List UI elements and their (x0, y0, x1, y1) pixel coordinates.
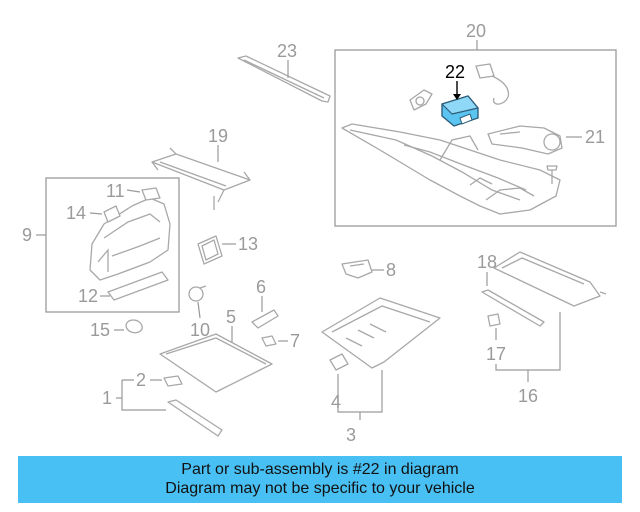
part-14-bracket (103, 205, 121, 223)
part-18-trim (493, 251, 607, 307)
callout-11: 11 (106, 181, 125, 201)
part-5-floor-panel (159, 333, 273, 393)
callout-21: 21 (585, 127, 605, 147)
callout-18: 18 (477, 252, 497, 272)
part-6-bracket (251, 309, 279, 329)
info-banner: Part or sub-assembly is #22 in diagram D… (18, 456, 622, 503)
clip-bracket (409, 89, 433, 111)
part-23-strip (237, 55, 331, 103)
part-12-panel (107, 271, 169, 301)
leader-22-arrow (453, 94, 461, 100)
part-21-damper (487, 125, 563, 155)
callout-9: 9 (22, 225, 32, 245)
callout-7: 7 (290, 331, 300, 351)
glove-box-housing (341, 123, 561, 215)
leader-16-bracket (495, 312, 561, 382)
part-1-strip (167, 399, 223, 437)
callout-13: 13 (238, 234, 258, 254)
callout-8: 8 (386, 260, 396, 280)
part-22-module (441, 95, 479, 127)
callout-1: 1 (102, 388, 112, 408)
callout-17: 17 (486, 344, 506, 364)
part-3-cargo-floor (321, 297, 441, 369)
side-trim-panel (89, 197, 171, 281)
part-8-hook (341, 259, 373, 279)
callout-14: 14 (66, 203, 86, 223)
banner-line-2: Diagram may not be specific to your vehi… (165, 480, 475, 497)
group-box-9 (45, 177, 180, 313)
part-4-clip (329, 353, 349, 371)
screw (546, 165, 558, 184)
callout-16: 16 (518, 386, 538, 406)
leader-1 (116, 379, 166, 411)
callout-10: 10 (190, 320, 210, 340)
part-13-cover (197, 235, 223, 265)
part-7-clip (261, 335, 277, 347)
callout-19: 19 (208, 126, 228, 146)
leader-10 (197, 301, 201, 319)
callout-12: 12 (78, 286, 98, 306)
part-15-cap (125, 319, 143, 334)
latch-connector (475, 63, 510, 105)
banner-line-1: Part or sub-assembly is #22 in diagram (181, 461, 459, 478)
callout-5: 5 (226, 307, 236, 327)
group-box-20 (334, 49, 617, 227)
part-18-seal (481, 289, 545, 327)
callout-20: 20 (466, 21, 486, 41)
callout-4: 4 (331, 392, 341, 412)
callout-6: 6 (256, 277, 266, 297)
part-2-clip (163, 375, 183, 387)
leader-11 (126, 189, 141, 193)
part-19-rail (151, 147, 251, 210)
part-11-clip (141, 187, 161, 201)
leader-3-bracket (337, 370, 383, 420)
callout-23: 23 (277, 41, 297, 61)
part-10-grommet (188, 285, 207, 302)
part-17-clip (487, 313, 501, 327)
callout-22: 22 (445, 62, 465, 82)
leader-14 (89, 212, 103, 215)
callout-15: 15 (90, 320, 110, 340)
callout-3: 3 (346, 425, 356, 445)
callout-2: 2 (136, 370, 146, 390)
